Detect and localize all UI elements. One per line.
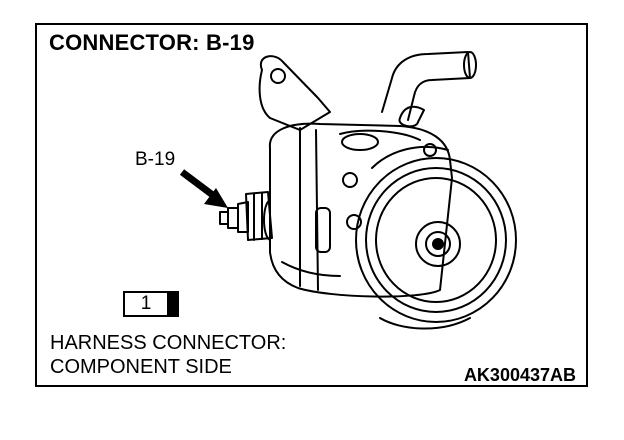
connector-pin-box: 1 <box>123 291 179 317</box>
figure-frame: CONNECTOR: B-19 B-19 1 HARNESS CONNECTOR… <box>35 23 588 387</box>
sensor-body <box>245 191 273 241</box>
pulley-outer <box>355 157 517 323</box>
connector-title: CONNECTOR: B-19 <box>49 30 255 55</box>
pulley-rim <box>365 167 507 313</box>
pin-number: 1 <box>140 293 152 314</box>
outlet-pipe <box>381 51 471 121</box>
harness-note: HARNESS CONNECTOR: COMPONENT SIDE <box>50 331 286 379</box>
figure-code: AK300437AB <box>463 365 576 385</box>
note-line-1: HARNESS CONNECTOR: <box>50 332 287 354</box>
pump-body <box>268 122 453 298</box>
note-line-2: COMPONENT SIDE <box>50 356 232 378</box>
pointer-arrow <box>179 169 228 208</box>
pipe-end <box>463 51 477 79</box>
pin-box-bar <box>167 293 177 315</box>
pump-bracket <box>258 55 331 131</box>
connector-callout-label: B-19 <box>135 149 176 170</box>
pulley-hub <box>415 221 461 267</box>
bracket-hole <box>270 68 286 84</box>
